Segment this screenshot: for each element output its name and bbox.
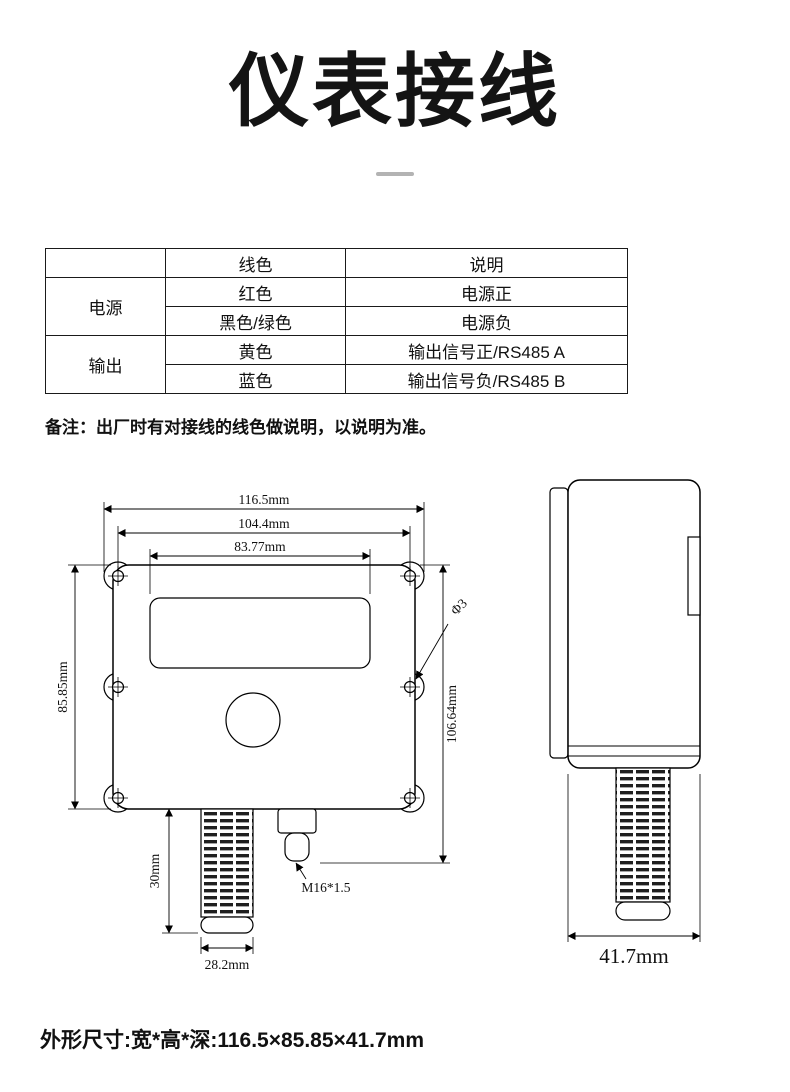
dim-gland-thread: M16*1.5	[301, 880, 350, 895]
sensor-probe-side	[615, 767, 671, 921]
side-back-plate	[549, 487, 569, 759]
lcd-window	[149, 597, 371, 669]
cell-wire-color: 黑色/绿色	[165, 306, 346, 336]
group-cell-power: 电源	[45, 277, 166, 336]
table-row-output-1: 输出 黄色 输出信号正/RS485 A	[45, 335, 628, 394]
dim-depth: 41.7mm	[599, 944, 668, 968]
dim-width-mount: 104.4mm	[238, 516, 290, 531]
sensor-opening	[225, 692, 281, 748]
outline-dimensions-text: 外形尺寸:宽*高*深:116.5×85.85×41.7mm	[40, 1029, 425, 1052]
page-title: 仪表接线	[229, 47, 561, 136]
header-wire-color: 线色	[165, 248, 346, 278]
dim-width-inner: 83.77mm	[234, 539, 286, 554]
table-row-output-2: 蓝色 输出信号负/RS485 B	[46, 364, 628, 394]
table-row-power-2: 黑色/绿色 电源负	[46, 306, 628, 336]
title-underline	[376, 172, 414, 176]
cell-description: 输出信号正/RS485 A	[345, 335, 628, 365]
table-row-power-1: 电源 红色 电源正	[45, 277, 628, 336]
dim-hole-diameter: Φ3	[448, 595, 471, 618]
group-cell-output: 输出	[45, 335, 166, 394]
front-view-drawing	[103, 561, 425, 934]
sensor-probe-front	[200, 808, 254, 934]
side-enclosure-body	[567, 479, 701, 769]
cell-wire-color: 黄色	[165, 335, 346, 365]
cable-gland	[277, 808, 317, 862]
cell-description: 电源正	[345, 277, 628, 307]
cell-description: 电源负	[345, 306, 628, 336]
cell-wire-color: 蓝色	[165, 364, 346, 394]
dim-height: 85.85mm	[55, 661, 70, 713]
header-description: 说明	[345, 248, 628, 278]
dim-height-total: 106.64mm	[444, 684, 459, 743]
note-text: 备注：出厂时有对接线的线色做说明，以说明为准。	[45, 418, 436, 437]
table-header-row: 线色 说明	[45, 248, 628, 278]
cell-description: 输出信号负/RS485 B	[345, 364, 628, 394]
dim-probe-length: 30mm	[147, 853, 162, 888]
wiring-table: 线色 说明 电源 红色 电源正 黑色/绿色 电源负 输出 黄色 输出信号正/RS…	[45, 248, 628, 394]
cell-wire-color: 红色	[165, 277, 346, 307]
header-empty-cell	[45, 248, 166, 278]
side-view-drawing: 41.7mm	[549, 479, 701, 968]
dim-width-total: 116.5mm	[239, 492, 290, 507]
dim-probe-width: 28.2mm	[205, 957, 250, 972]
side-clip	[687, 536, 701, 616]
front-dimensions: 116.5mm 104.4mm 83.77mm 85.85mm 106.64mm	[55, 492, 470, 972]
dimension-drawing: 116.5mm 104.4mm 83.77mm 85.85mm 106.64mm	[55, 479, 701, 972]
